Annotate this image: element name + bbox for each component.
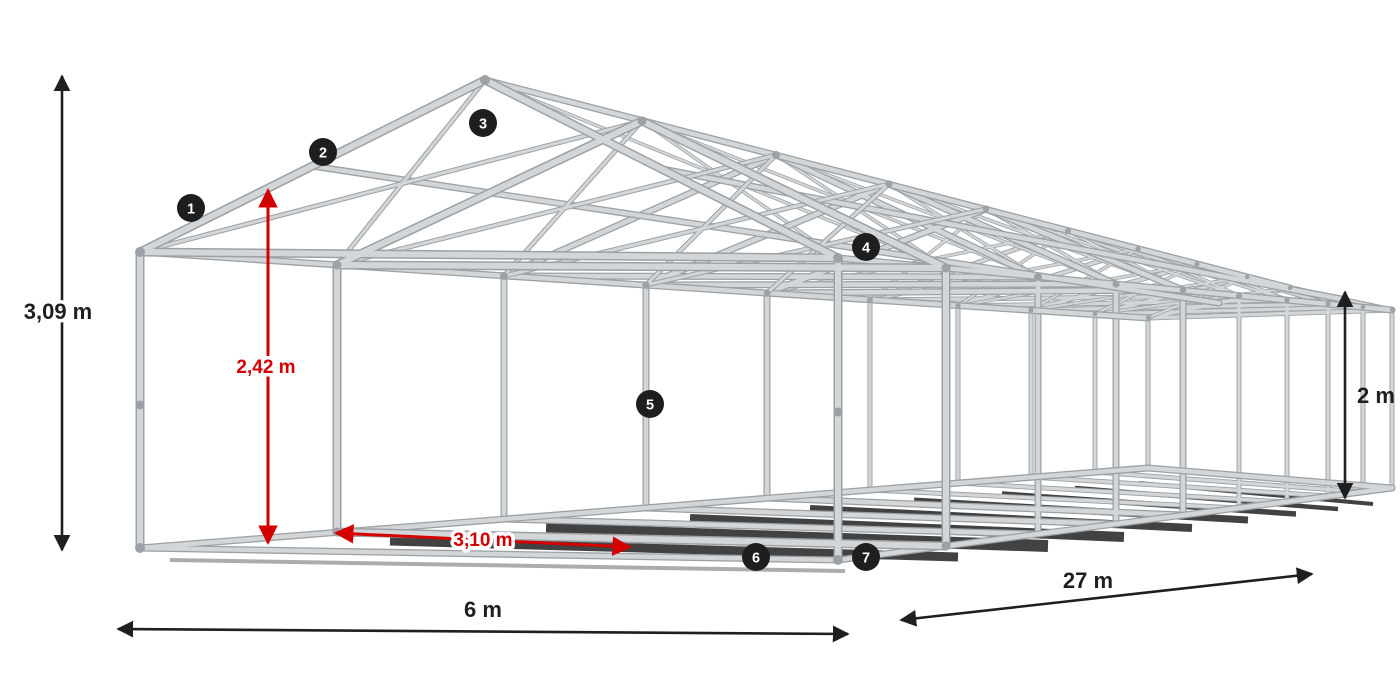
tent-frame-layer	[140, 80, 946, 560]
svg-text:6: 6	[752, 551, 760, 567]
svg-text:5: 5	[646, 398, 654, 414]
clear-height-label: 2,42 m	[236, 357, 295, 378]
part-marker-2: 2	[309, 138, 337, 166]
svg-text:7: 7	[862, 551, 870, 567]
dimension-clear-height: 2,42 m	[233, 188, 299, 545]
total-height-label: 3,09 m	[24, 299, 93, 324]
svg-text:1: 1	[187, 202, 195, 218]
part-marker-6: 6	[742, 543, 770, 571]
frame-joints	[135, 75, 1395, 565]
part-marker-3: 3	[469, 109, 497, 137]
svg-text:4: 4	[862, 241, 870, 257]
dimension-width: 6 m	[116, 597, 850, 643]
dimension-total-height: 3,09 m	[20, 74, 96, 552]
width-label: 6 m	[464, 597, 502, 622]
part-marker-5: 5	[636, 390, 664, 418]
tent-frame-layer	[140, 80, 946, 560]
dimension-side-height: 2 m	[1336, 290, 1395, 500]
dimension-length: 27 m	[899, 567, 1314, 627]
part-marker-4: 4	[852, 233, 880, 261]
svg-text:2: 2	[319, 146, 327, 162]
clear-width-label: 3,10 m	[453, 530, 512, 551]
length-label: 27 m	[1063, 568, 1113, 593]
side-height-label: 2 m	[1357, 383, 1395, 408]
part-marker-7: 7	[852, 543, 880, 571]
svg-text:3: 3	[479, 117, 487, 133]
part-marker-1: 1	[177, 194, 205, 222]
dimension-clear-width: 3,10 m	[334, 524, 632, 556]
